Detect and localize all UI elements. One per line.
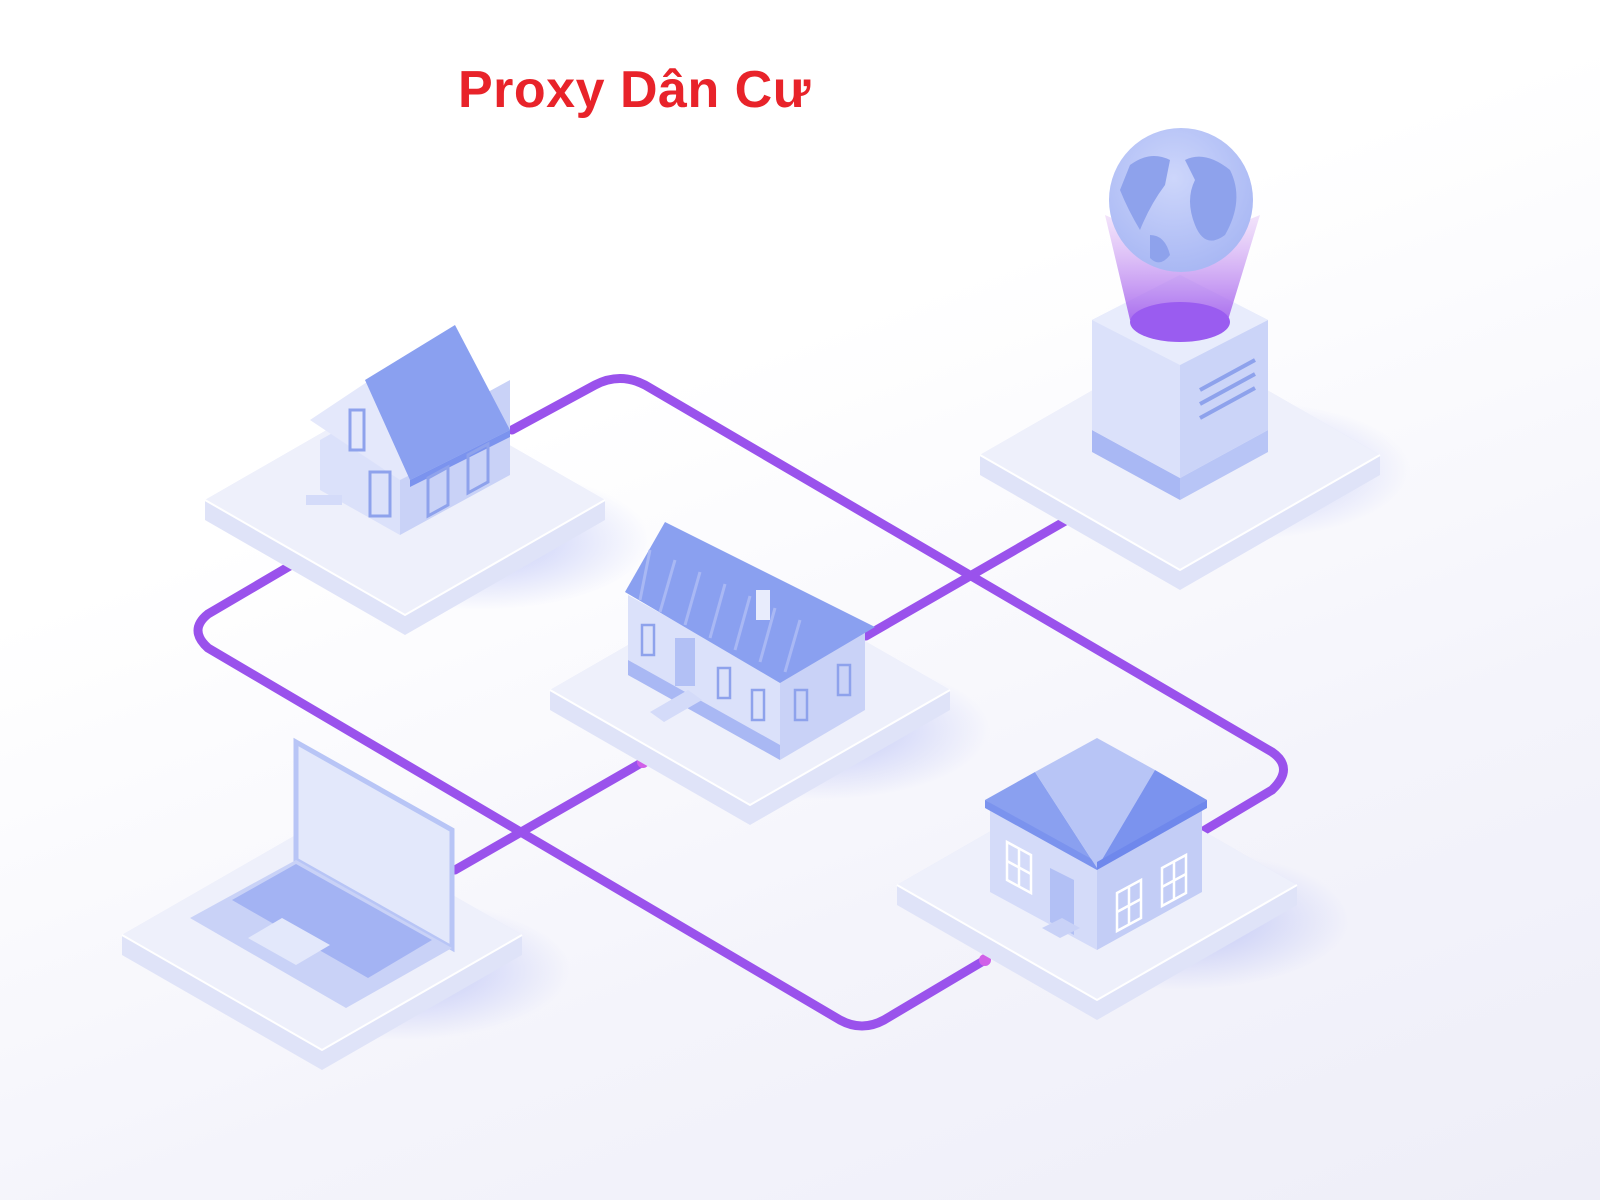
network-wires — [193, 374, 1288, 1031]
house-long — [625, 522, 875, 760]
laptop-icon — [190, 737, 455, 1008]
page-title: Proxy Dân Cư — [458, 61, 811, 119]
house-hip — [985, 738, 1207, 950]
globe-icon — [1109, 128, 1253, 272]
house-gable — [306, 325, 510, 535]
